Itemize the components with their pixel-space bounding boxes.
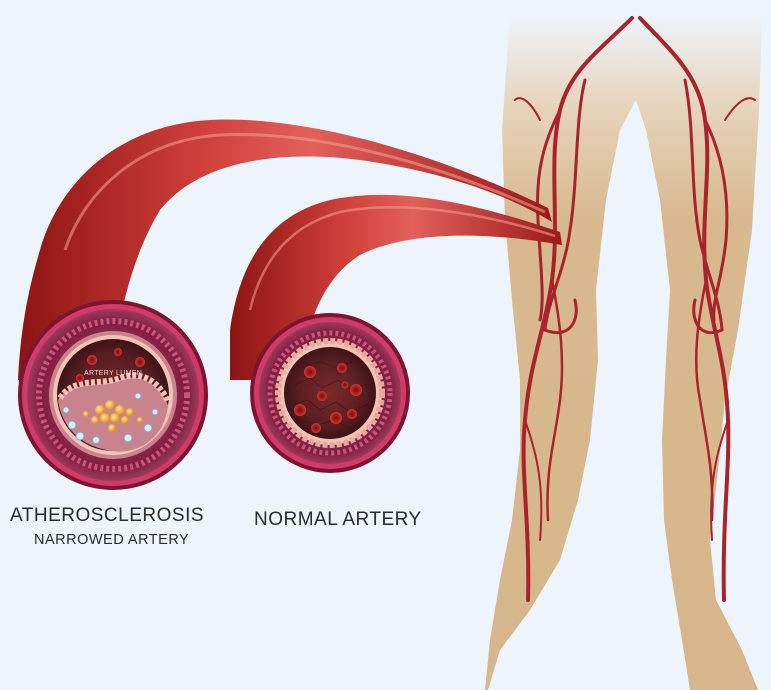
narrowed-artery-cross-section: ARTERY LUMEN [18,300,208,490]
atherosclerosis-caption: ATHEROSCLEROSIS [10,505,204,527]
artery-lumen-label: ARTERY LUMEN [84,370,142,377]
normal-artery-caption: NORMAL ARTERY [254,509,422,531]
normal-artery-cross-section [250,313,410,473]
narrowed-artery-caption: NARROWED ARTERY [34,532,189,548]
